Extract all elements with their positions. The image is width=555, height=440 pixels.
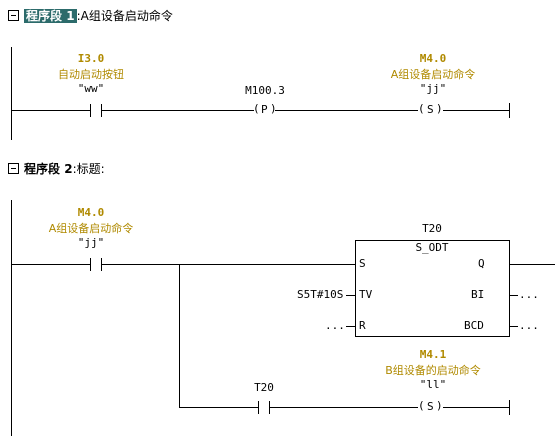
contact-2-symbol: A组设备启动命令 — [48, 222, 134, 235]
coil-2-right-paren: ) — [436, 399, 443, 412]
timer-name[interactable]: T20 — [422, 222, 442, 235]
contact-1-tag[interactable]: "ww" — [77, 82, 105, 95]
network-2-comment: :标题: — [72, 162, 105, 176]
coil-1-label: S — [427, 103, 434, 116]
timer-bcd-value[interactable]: ... — [519, 319, 539, 332]
contact-1-address: I3.0 — [77, 52, 105, 65]
coil-2-label: S — [427, 400, 434, 413]
coil-1-tag[interactable]: "jj" — [419, 82, 447, 95]
coil-1-symbol: A组设备启动命令 — [390, 68, 476, 81]
contact-2-tag[interactable]: "jj" — [77, 236, 105, 249]
timer-pin-s: S — [359, 257, 366, 270]
collapse-icon[interactable] — [8, 10, 19, 21]
pcoil-address[interactable]: M100.3 — [245, 84, 285, 97]
timer-pin-r: R — [359, 319, 366, 332]
pcoil-right-paren: ) — [270, 102, 277, 115]
coil-2-tag[interactable]: "ll" — [419, 378, 447, 391]
timer-pin-q: Q — [478, 257, 485, 270]
timer-box-outline — [355, 240, 510, 337]
collapse-icon[interactable] — [8, 163, 19, 174]
coil-2-symbol: B组设备的启动命令 — [385, 364, 481, 377]
coil-1-right-paren: ) — [436, 102, 443, 115]
timer-r-value[interactable]: ... — [325, 319, 345, 332]
network-2-title: 程序段 — [24, 162, 61, 176]
timer-type: S_ODT — [415, 241, 449, 254]
coil-2-left-paren: ( — [418, 399, 425, 412]
timer-pin-tv: TV — [359, 288, 373, 301]
coil-1-address: M4.0 — [419, 52, 447, 65]
contact-1-symbol: 自动启动按钮 — [58, 68, 124, 81]
timer-tv-value[interactable]: S5T#10S — [297, 288, 344, 301]
network-2-header[interactable]: 程序段 2:标题: — [8, 160, 105, 177]
network-1-comment: :A组设备启动命令 — [76, 9, 173, 23]
network-2-number: 2 — [64, 162, 73, 176]
coil-1-left-paren: ( — [418, 102, 425, 115]
network-1-number: 1 — [66, 9, 75, 23]
contact-3-address[interactable]: T20 — [254, 381, 274, 394]
network-1-title: 程序段 — [26, 9, 63, 23]
pcoil-label: P — [261, 103, 268, 116]
network-1-header[interactable]: 程序段 1:A组设备启动命令 — [8, 7, 173, 24]
timer-pin-bcd: BCD — [464, 319, 484, 332]
coil-2-address: M4.1 — [419, 348, 447, 361]
pcoil-left-paren: ( — [253, 102, 260, 115]
contact-2-address: M4.0 — [77, 206, 105, 219]
timer-pin-bi: BI — [471, 288, 485, 301]
timer-bi-value[interactable]: ... — [519, 288, 539, 301]
